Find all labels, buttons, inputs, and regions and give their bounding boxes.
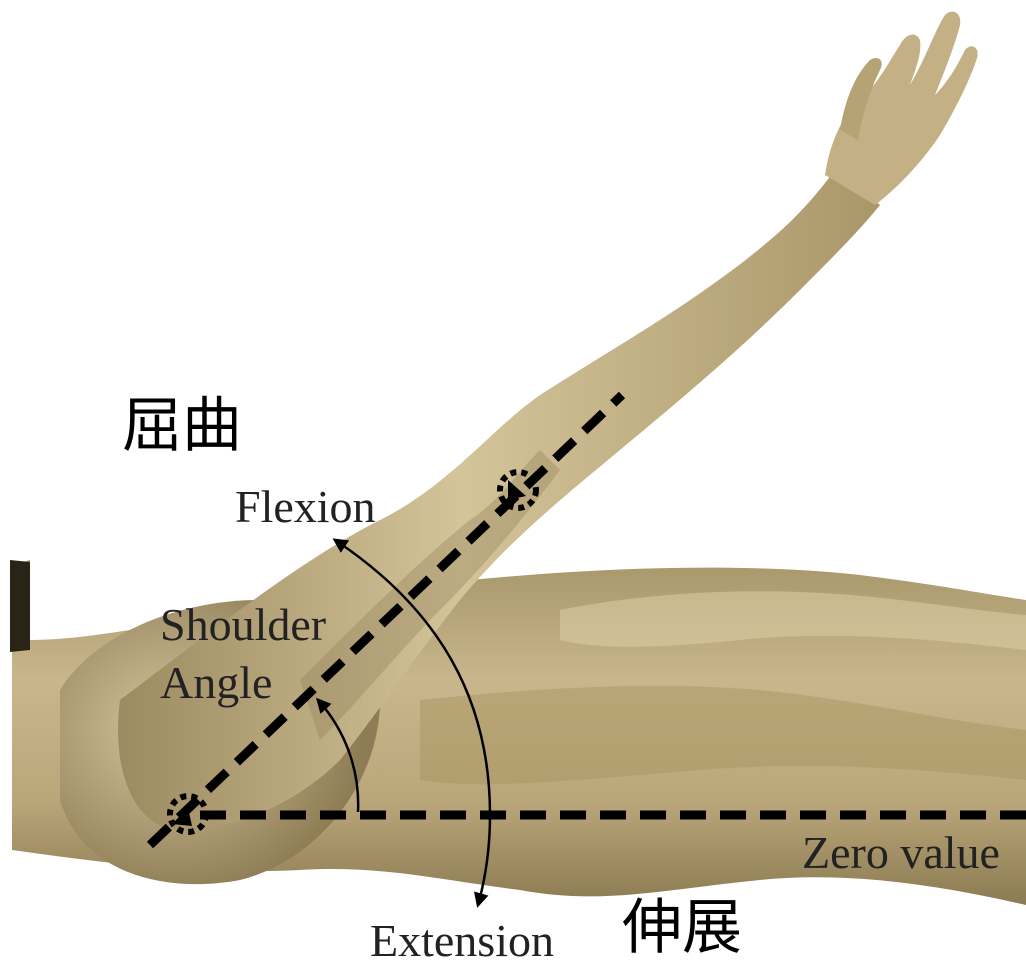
flexion-label-ja: 屈曲 <box>122 391 242 461</box>
shoulder-angle-label-line2: Angle <box>160 657 272 708</box>
zero-value-label: Zero value <box>802 827 1000 878</box>
head-edge <box>10 560 30 652</box>
shoulder-angle-label-line1: Shoulder <box>160 599 326 650</box>
flexion-label: Flexion <box>235 481 376 532</box>
extension-label: Extension <box>370 915 554 966</box>
extension-label-ja: 伸展 <box>622 893 742 963</box>
